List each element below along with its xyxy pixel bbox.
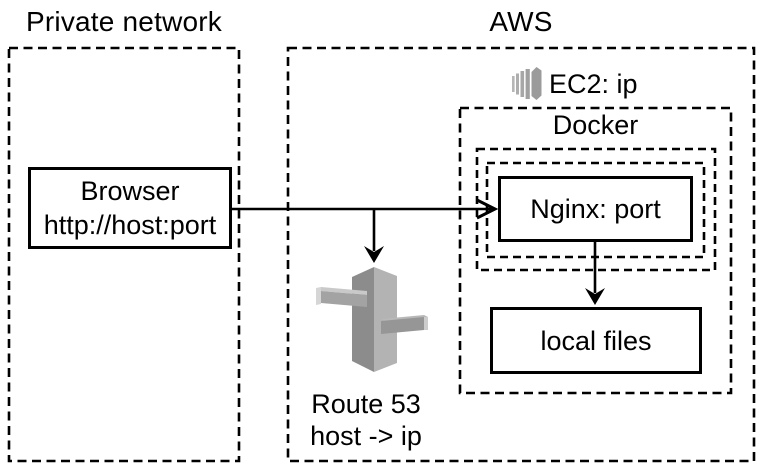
- route53-label-line1: Route 53: [311, 389, 421, 419]
- private-network-title: Private network: [26, 6, 222, 37]
- docker-box: [458, 106, 733, 395]
- aws-title: AWS: [489, 6, 553, 37]
- nginx-to-local-files-arrow: [585, 242, 605, 305]
- browser-label-line1: Browser: [80, 176, 180, 206]
- ec2-icon: [512, 67, 542, 100]
- branch-to-route53-arrow: [364, 209, 384, 263]
- private-network-box: [7, 46, 241, 463]
- aws-box: [286, 46, 756, 463]
- nginx-label: Nginx: port: [530, 194, 661, 224]
- ec2-label: EC2: ip: [549, 69, 638, 99]
- docker-title: Docker: [552, 110, 639, 140]
- browser-label-line2: http://host:port: [43, 210, 217, 240]
- nginx-box: Nginx: port: [498, 176, 693, 242]
- local-files-label: local files: [540, 325, 652, 356]
- browser-box: Browser http://host:port: [28, 167, 232, 249]
- local-files-box: local files: [490, 307, 702, 374]
- route53-label: Route 53 host -> ip: [286, 388, 446, 452]
- route53-icon: [316, 267, 428, 372]
- browser-to-nginx-arrow: [232, 198, 499, 220]
- route53-label-line2: host -> ip: [310, 421, 422, 451]
